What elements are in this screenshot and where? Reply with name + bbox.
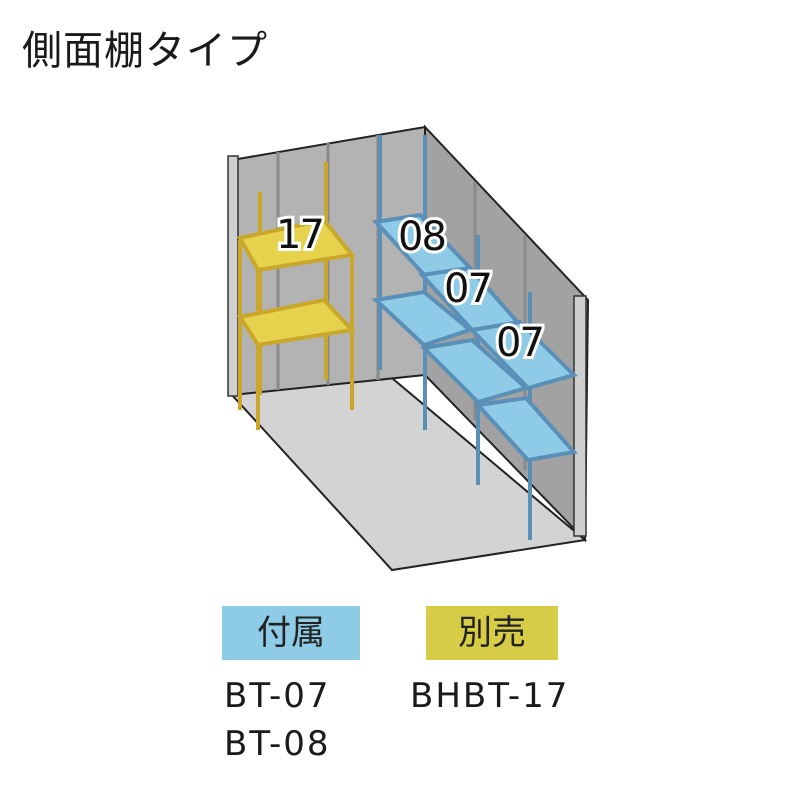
right-post	[573, 295, 587, 537]
shelf-label-07-upper: 07	[444, 266, 491, 312]
included-model-2: BT-08	[224, 724, 331, 764]
shelf-label-17: 17	[276, 212, 323, 258]
blue-shelf-unit	[371, 135, 578, 540]
left-post	[227, 155, 239, 397]
shelf-label-08: 08	[398, 214, 445, 260]
included-badge: 付属	[222, 606, 360, 660]
yellow-shelf-unit	[236, 162, 357, 430]
included-model-1: BT-07	[224, 676, 331, 716]
optional-model-1: BHBT-17	[410, 676, 570, 716]
optional-badge: 別売	[426, 606, 558, 660]
page-title: 側面棚タイプ	[22, 28, 268, 74]
shelf-label-07-lower: 07	[496, 320, 543, 366]
